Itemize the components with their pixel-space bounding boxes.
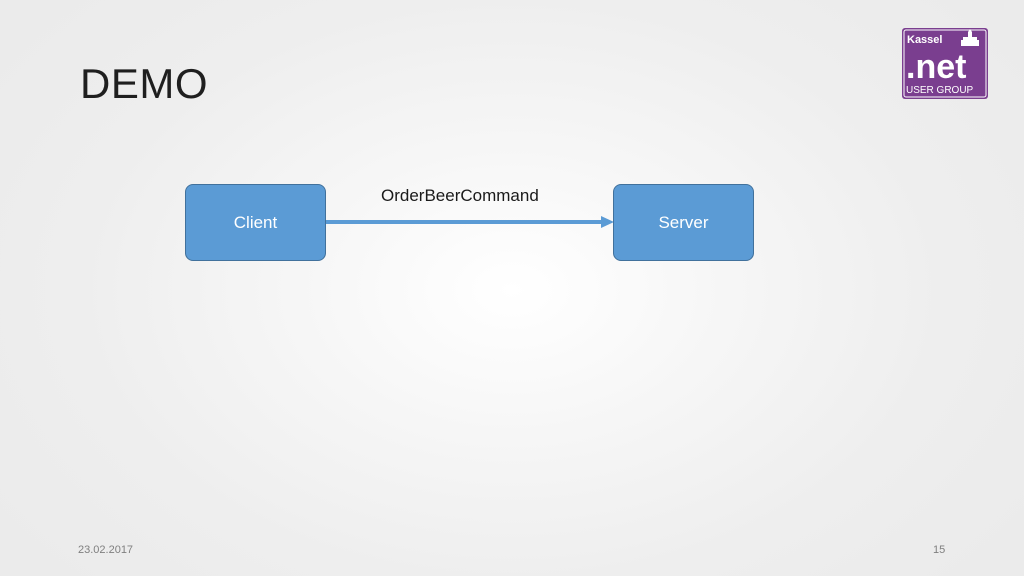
slide-title: DEMO: [80, 60, 208, 107]
command-arrow: [326, 216, 614, 228]
server-node: Server: [613, 184, 754, 261]
logo-city-text: Kassel: [907, 34, 942, 46]
client-node: Client: [185, 184, 326, 261]
castle-icon: [961, 29, 979, 46]
server-node-label: Server: [658, 212, 709, 232]
slide-page-number: 15: [933, 544, 946, 556]
logo-subtitle-text: USER GROUP: [906, 85, 974, 96]
edge-label: OrderBeerCommand: [381, 186, 539, 205]
kassel-dotnet-user-group-logo: Kassel .net USER GROUP: [902, 28, 988, 99]
logo-name-text: .net: [906, 48, 966, 86]
client-node-label: Client: [233, 212, 278, 232]
slide-date: 23.02.2017: [78, 544, 134, 556]
